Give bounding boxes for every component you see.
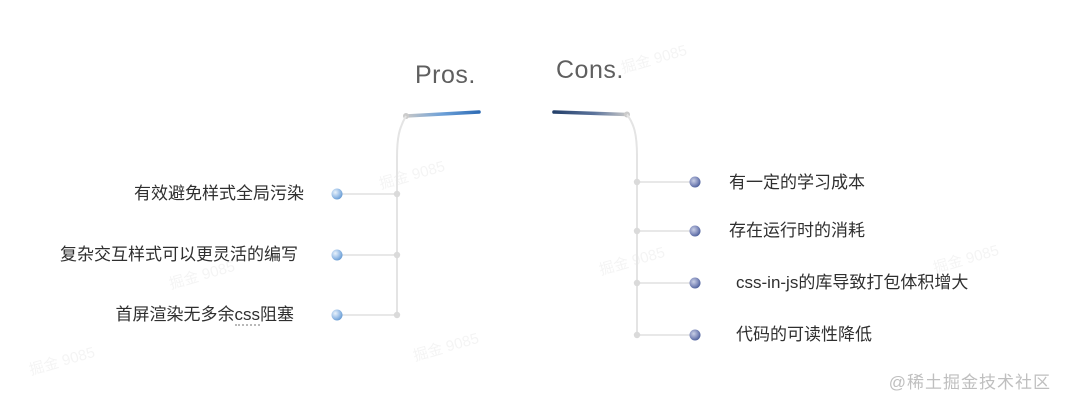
pros-node-3-text-post: 阻塞 bbox=[260, 305, 294, 324]
pros-node-avoid-global-pollution: 有效避免样式全局污染 bbox=[134, 184, 304, 203]
cons-junction-dot-4 bbox=[633, 331, 641, 339]
cons-junction-dot-1 bbox=[633, 178, 641, 186]
pros-node-dot-1 bbox=[331, 188, 343, 200]
cons-junction-dot-3 bbox=[633, 279, 641, 287]
pros-node-3-css-word: css bbox=[234, 305, 260, 326]
cons-node-dot-1 bbox=[689, 176, 701, 188]
cons-node-dot-4 bbox=[689, 329, 701, 341]
cons-branch-title: Cons. bbox=[556, 56, 624, 84]
pros-node-no-extra-css-blocking: 首屏渲染无多余css阻塞 bbox=[0, 304, 294, 326]
pros-node-dot-2 bbox=[331, 249, 343, 261]
juejin-community-credit: @稀土掘金技术社区 bbox=[888, 373, 1051, 392]
pros-node-dot-3 bbox=[331, 309, 343, 321]
cons-node-bundle-size: css-in-js的库导致打包体积增大 bbox=[736, 273, 969, 292]
pros-branch-title: Pros. bbox=[415, 61, 476, 89]
cons-node-dot-3 bbox=[689, 277, 701, 289]
pros-node-flexible-interactive-styles: 复杂交互样式可以更灵活的编写 bbox=[60, 245, 298, 264]
cons-node-readability: 代码的可读性降低 bbox=[736, 325, 872, 344]
pros-trunk-line bbox=[396, 115, 407, 315]
cons-node-learning-cost: 有一定的学习成本 bbox=[729, 173, 865, 192]
pros-node-3-text-pre: 首屏渲染无多余 bbox=[115, 305, 235, 324]
pros-junction-dot-2 bbox=[393, 251, 401, 259]
cons-junction-dot-2 bbox=[633, 227, 641, 235]
cons-trunk-line bbox=[626, 113, 638, 335]
cons-node-dot-2 bbox=[689, 225, 701, 237]
pros-junction-dot-3 bbox=[393, 311, 401, 319]
cons-node-runtime-overhead: 存在运行时的消耗 bbox=[729, 221, 865, 240]
cons-title-underline bbox=[552, 110, 629, 117]
pros-junction-dot-1 bbox=[393, 190, 401, 198]
pros-title-underline bbox=[404, 110, 481, 118]
